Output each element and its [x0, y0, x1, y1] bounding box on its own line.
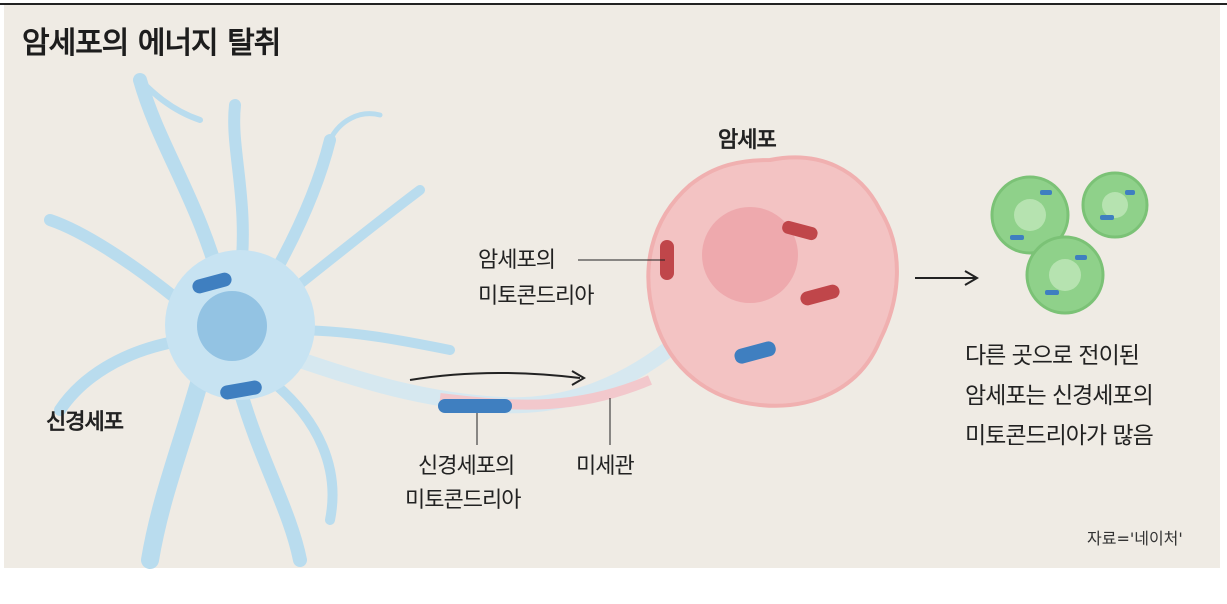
- transferred-mitochondrion: [734, 341, 776, 364]
- note-line-3: 미토콘드리아가 많음: [965, 423, 1154, 449]
- cancer-nucleus: [702, 207, 798, 303]
- cancer-cell-label: 암세포: [718, 128, 777, 153]
- microtubule-label: 미세관: [576, 454, 635, 479]
- page-title: 암세포의 에너지 탈취: [22, 26, 281, 61]
- transfer-arrow: [409, 372, 581, 381]
- neuron-mitochondrion: [192, 272, 232, 294]
- cancer-mito-label-1: 암세포의: [478, 248, 556, 273]
- cancer-mitochondrion: [782, 220, 818, 241]
- cancer-mito-label-2: 미토콘드리아: [478, 284, 594, 309]
- neuron-mito-label-1: 신경세포의: [418, 454, 515, 479]
- neuron-mitochondrion: [220, 380, 262, 400]
- note-line-1: 다른 곳으로 전이된: [965, 343, 1140, 369]
- metastatic-cells: [990, 171, 1149, 315]
- source-credit: 자료='네이처': [1087, 529, 1183, 548]
- neuron-nucleus: [197, 291, 267, 361]
- neuron-cell: [44, 73, 688, 569]
- neuron-label: 신경세포: [46, 410, 124, 435]
- neuron-mito-label-2: 미토콘드리아: [405, 488, 521, 513]
- cancer-mitochondrion: [660, 240, 674, 280]
- neuron-mitochondrion-transit: [438, 399, 512, 413]
- top-rule: [0, 3, 1227, 5]
- cancer-mitochondrion: [800, 284, 840, 306]
- note-line-2: 암세포는 신경세포의: [965, 383, 1154, 409]
